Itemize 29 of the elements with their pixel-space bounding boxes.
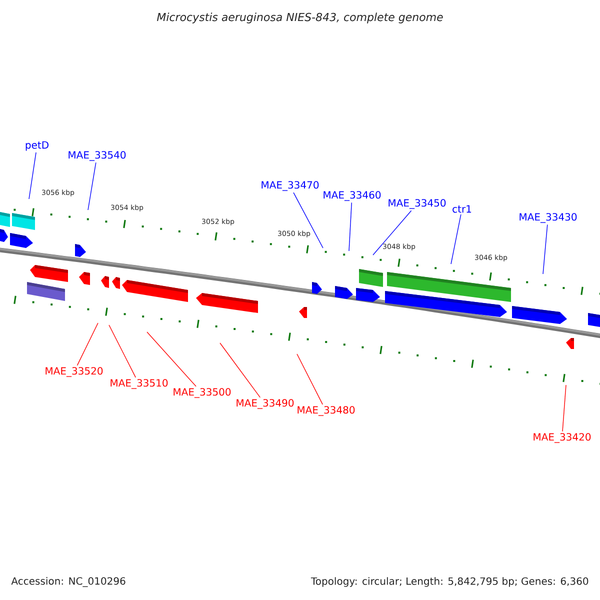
gene-label: MAE_33470 [262, 181, 319, 191]
gene-label: MAE_33490 [236, 399, 294, 409]
leader-line [293, 192, 324, 248]
gene-label: MAE_33500 [174, 388, 231, 398]
gene-label: MAE_33420 [534, 433, 591, 443]
info-text: Accession: NC_010296 [11, 577, 126, 587]
leader-line [76, 322, 98, 366]
leader-line [372, 210, 412, 256]
title: Microcystis aeruginosa NIES-843, complete genome [157, 12, 443, 24]
gene-label: MAE_33430 [520, 213, 577, 223]
gene-label: ctr1 [452, 205, 472, 213]
gene-label: MAE_33460 [324, 191, 381, 201]
gene-label: petD [26, 141, 48, 151]
gene-label: MAE_33540 [68, 151, 126, 161]
leader-line [348, 202, 352, 252]
leader-line [562, 384, 566, 432]
leader-line [28, 152, 36, 200]
gene-label: MAE_33480 [298, 406, 355, 416]
gene-label: MAE_33510 [110, 379, 168, 389]
gene-label: MAE_33520 [46, 367, 103, 377]
leader-line [450, 214, 462, 264]
leader-line [296, 354, 323, 405]
leader-line [220, 342, 260, 398]
leader-line [108, 324, 136, 378]
gene-label: MAE_33450 [388, 199, 446, 209]
leader-line [88, 162, 96, 210]
leader-line [146, 332, 196, 387]
leader-line [542, 224, 548, 274]
info-text: Topology: circular; Length: 5,842,795 bp; Genes: 6,360 [310, 577, 588, 587]
